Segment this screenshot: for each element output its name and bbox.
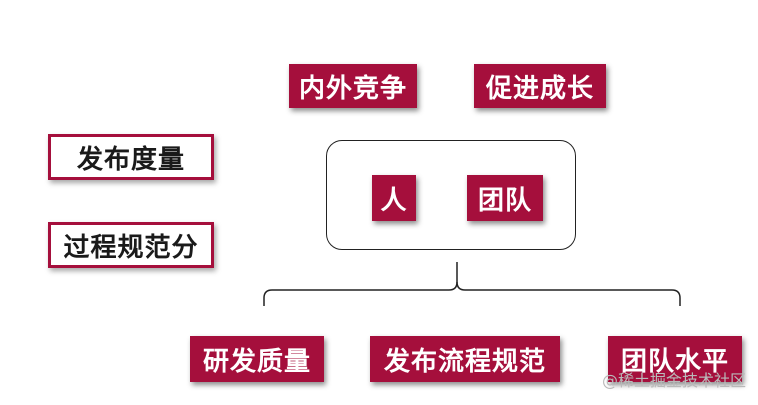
node-release-metric: 发布度量 — [48, 134, 214, 180]
node-competition: 内外竞争 — [289, 64, 417, 108]
node-growth: 促进成长 — [474, 64, 606, 108]
center-group-frame — [326, 140, 576, 250]
node-release-process: 发布流程规范 — [370, 336, 560, 382]
node-team: 团队 — [467, 175, 543, 221]
node-team-level: 团队水平 — [608, 336, 742, 382]
node-dev-quality: 研发质量 — [190, 336, 324, 382]
node-person: 人 — [372, 175, 416, 221]
bracket-left-arm — [263, 262, 458, 306]
node-process-score: 过程规范分 — [48, 222, 214, 268]
watermark-text: @稀土掘金技术社区 — [601, 371, 746, 390]
bracket-right-arm — [456, 281, 681, 306]
